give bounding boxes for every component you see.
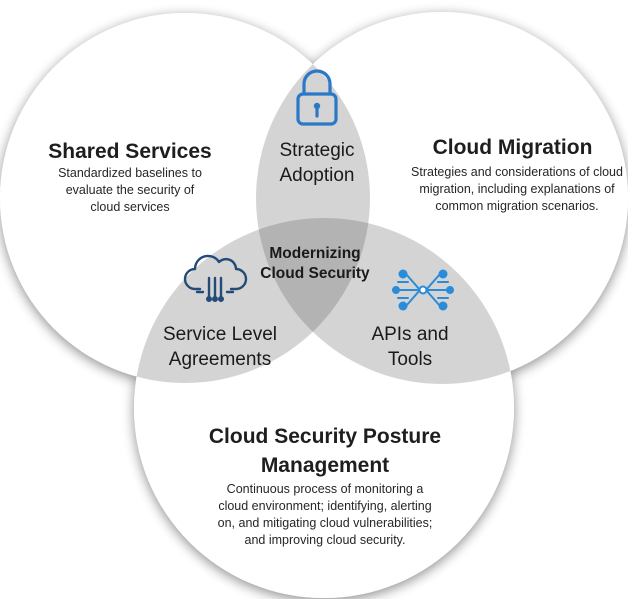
overlap-right-bottom: [256, 218, 514, 384]
cloud-migration-title: Cloud Migration: [432, 136, 593, 159]
strategic-adoption-label: Strategic Adoption: [279, 140, 355, 186]
lock-icon: [296, 69, 338, 126]
apis-and-tools-label: APIs and Tools: [371, 324, 449, 370]
api-network-icon: [392, 269, 454, 311]
cspm-description: Continuous process of monitoring a cloud…: [217, 482, 433, 547]
shared-services-description: Standardized baselines to evaluate the s…: [58, 166, 202, 214]
overlap-left-bottom: [134, 218, 370, 383]
shared-services-title: Shared Services: [48, 140, 212, 163]
service-level-agreements-label: Service Level Agreements: [162, 324, 278, 370]
cloud-network-icon: [183, 254, 248, 303]
center-label: Modernizing Cloud Security: [260, 245, 370, 282]
cloud-migration-description: Strategies and considerations of cloud m…: [411, 165, 623, 213]
cspm-title: Cloud Security Posture Management: [208, 425, 442, 477]
